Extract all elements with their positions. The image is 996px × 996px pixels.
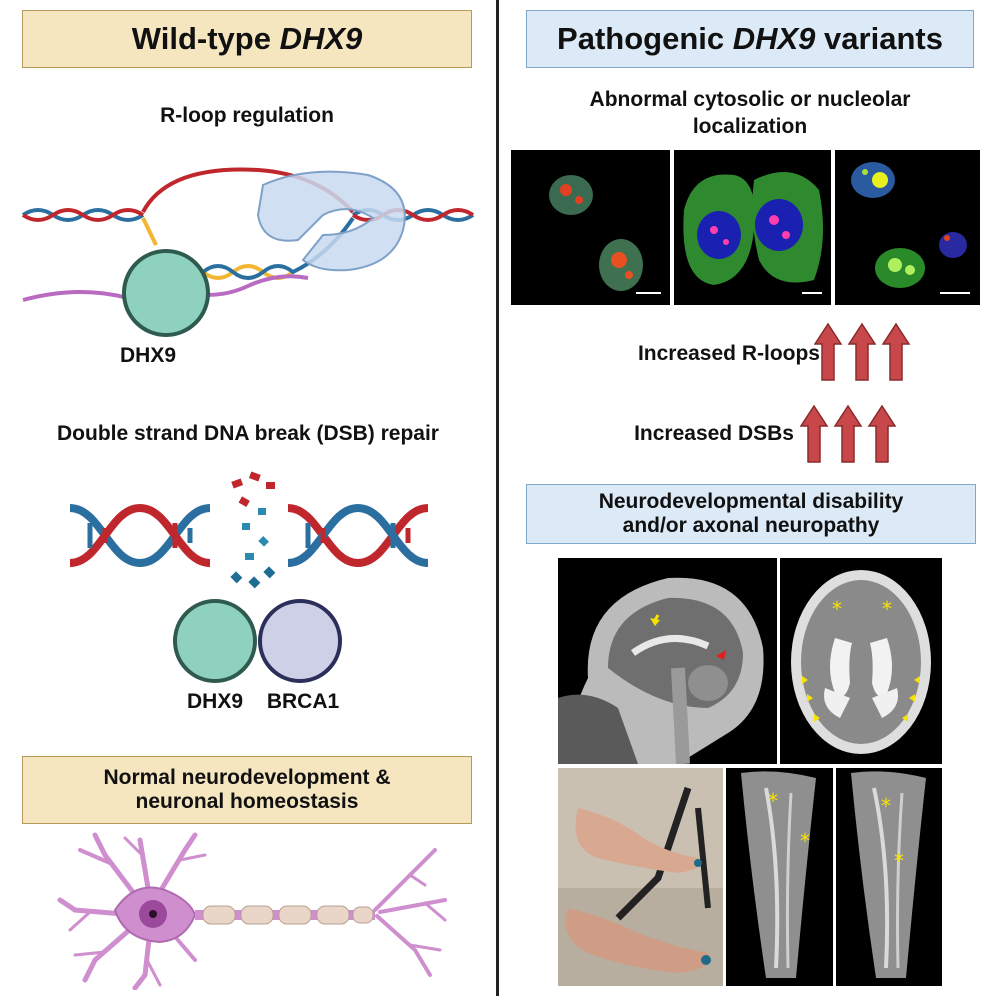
svg-text:*: * [800,829,810,853]
panel-divider [496,0,499,996]
pathogenic-header-suffix: variants [815,21,943,56]
rloop-diagram [21,167,475,337]
disability-box-line2: and/or axonal neuropathy [622,514,880,537]
dsb-repair-title: Double strand DNA break (DSB) repair [57,422,439,445]
micrograph-panel-2 [674,150,831,305]
feet-photo-panel [558,768,723,986]
rna-polymerase-shape [256,170,406,272]
svg-text:*: * [882,597,892,621]
dsb-dhx9-label: DHX9 [186,690,244,713]
increased-rloops-arrows [814,322,911,381]
normal-neurodevelopment-line2: neuronal homeostasis [135,790,359,813]
abnormal-localization-line2: localization [692,115,808,138]
disability-box-line1: Neurodevelopmental disability [598,490,904,513]
leg-mri-panel-1: * * [726,768,833,986]
dsb-repair-proteins [173,599,342,683]
neuron-illustration [57,832,447,990]
mri-sagittal-panel [558,558,777,764]
pathogenic-variants-header: Pathogenic DHX9 variants [526,10,974,68]
increased-rloops-label: Increased R-loops [637,342,820,365]
abnormal-localization-title: Abnormal cytosolic or nucleolar localiza… [526,86,974,140]
svg-text:*: * [832,597,842,621]
normal-neurodevelopment-box: Normal neurodevelopment & neuronal homeo… [22,756,472,824]
normal-neurodevelopment-line1: Normal neurodevelopment & [103,766,391,789]
leg-mri-panel-2: * * [836,768,942,986]
pathogenic-header-gene: DHX9 [732,21,816,56]
brca1-label: BRCA1 [266,690,340,713]
wild-type-header-prefix: Wild-type [131,21,280,56]
wild-type-header-gene: DHX9 [279,21,363,56]
increased-dsbs-label: Increased DSBs [634,422,794,445]
wild-type-header: Wild-type DHX9 [22,10,472,68]
micrograph-panel-3 [835,150,980,305]
mri-axial-panel: * * [780,558,942,764]
svg-text:*: * [768,789,778,813]
dsb-diagram [69,471,429,589]
abnormal-localization-line1: Abnormal cytosolic or nucleolar [589,88,911,111]
neurodevelopmental-disability-box: Neurodevelopmental disability and/or axo… [526,484,976,544]
dhx9-repair-circle [173,599,257,683]
increased-dsbs-arrows [800,404,897,463]
svg-text:*: * [894,849,904,873]
micrograph-panel-1 [511,150,670,305]
dhx9-helicase-circle [122,249,210,337]
brca1-repair-circle [258,599,342,683]
svg-text:*: * [881,794,891,818]
dhx9-label: DHX9 [119,344,177,367]
pathogenic-header-prefix: Pathogenic [557,21,733,56]
rloop-regulation-title: R-loop regulation [160,104,334,127]
